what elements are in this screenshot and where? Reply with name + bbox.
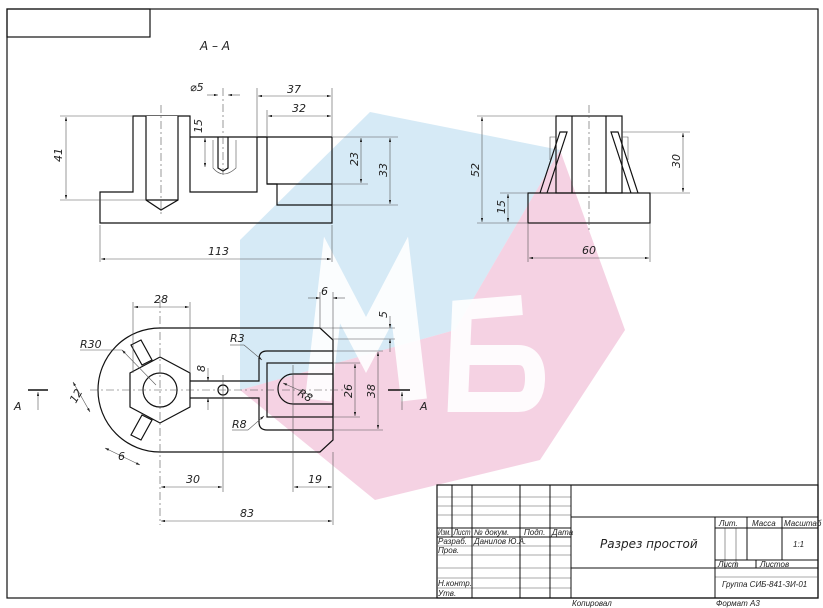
dim-12: 12 [67,387,85,406]
header-data: Дата [551,528,574,537]
sheet-label: Лист [717,560,739,569]
lit-label: Лит. [718,519,738,528]
developer-name: Данилов Ю.А. [473,537,526,546]
watermark-logo [240,112,625,500]
scale-label: Масштаб [784,519,822,528]
header-doc: № докум. [474,528,509,537]
dim-60: 60 [582,244,596,257]
copied-label: Копировал [572,599,612,608]
dim-15-side: 15 [495,200,508,214]
dim-6-chamfer: 6 [321,285,328,298]
dim-r3: R3 [230,332,245,345]
header-list: Лист [453,528,471,537]
row-prov: Пров. [438,546,459,555]
dim-32: 32 [292,102,306,115]
watermark-letter-m [305,236,427,402]
dim-26: 26 [342,384,355,398]
dim-19: 19 [308,473,322,486]
dim-r30: R30 [80,338,102,351]
dim-5: 5 [377,311,390,318]
header-izm: Изм. [438,528,451,537]
dim-30-top: 30 [186,473,200,486]
dim-15: 15 [192,119,205,133]
section-mark-left: А [13,389,48,413]
section-title: А – А [199,39,230,53]
title-block: Изм. Лист № докум. Подп. Дата Разраб. Да… [436,484,822,608]
dim-r8-slot: R8 [296,386,315,405]
dim-38: 38 [365,384,378,398]
dim-28: 28 [154,293,168,306]
top-view: 28 R30 12 6 8 R3 R8 R8 26 38 6 5 30 19 8… [67,285,395,525]
format-label: Формат А3 [716,599,760,608]
dim-8: 8 [195,365,208,372]
dim-6-lug: 6 [118,450,125,463]
section-mark-label: А [419,400,428,413]
group-label: Группа СИБ-841-ЗИ-01 [722,580,807,589]
scale-value: 1:1 [793,540,804,549]
dim-52: 52 [469,163,482,177]
sheets-label: Листов [759,560,789,569]
header-podp: Подп. [524,528,545,537]
section-mark-right: А [388,389,428,413]
watermark-letter-b [447,295,546,412]
dim-83: 83 [240,507,254,520]
dim-33: 33 [377,163,390,177]
dim-r8-corner: R8 [232,418,247,431]
front-section-view: А – А 41 113 ⌀5 37 32 15 23 33 [52,39,398,262]
dim-30-side: 30 [670,154,683,168]
mass-label: Масса [752,519,776,528]
dim-113: 113 [208,245,229,258]
section-mark-label: А [13,400,22,413]
drawing-title: Разрез простой [600,537,698,551]
dim-41: 41 [52,148,65,162]
row-nkontr: Н.контр. [438,579,472,588]
drawing-frame [6,8,819,599]
dim-23: 23 [348,152,361,166]
side-view: 52 15 30 60 [469,105,690,262]
row-razrab: Разраб. [438,537,467,546]
dim-37: 37 [287,83,301,96]
dim-phi5: ⌀5 [190,81,204,94]
corner-box [6,8,151,38]
row-utv: Утв. [437,589,456,598]
